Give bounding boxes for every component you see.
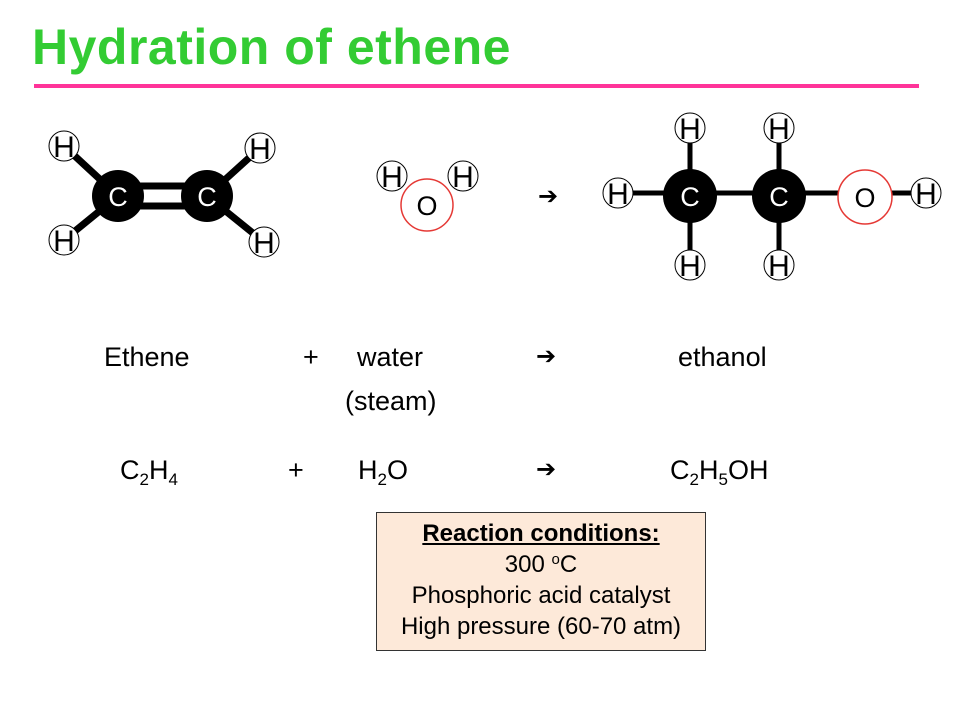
ethene-carbon-2 bbox=[181, 170, 233, 222]
formula-plus: + bbox=[288, 455, 304, 485]
conditions-catalyst: Phosphoric acid catalyst bbox=[411, 582, 671, 609]
atom-label-o: O bbox=[854, 183, 875, 213]
word-reactant-water: water bbox=[357, 342, 424, 372]
formula-reactant-water: H2O bbox=[358, 455, 408, 489]
formula-reactant-ethene: C2H4 bbox=[120, 455, 178, 489]
ethanol-hydrogen bbox=[674, 249, 706, 281]
atom-label-h: H bbox=[768, 113, 790, 146]
ethene-molecule: C C H H H H bbox=[48, 130, 280, 260]
atom-label-h: H bbox=[53, 225, 75, 258]
ethanol-hydrogen bbox=[602, 177, 634, 209]
atom-label-c: C bbox=[680, 182, 700, 212]
atom-label-h: H bbox=[915, 178, 937, 211]
ethene-hydrogen bbox=[244, 132, 276, 164]
ethanol-hydrogen bbox=[763, 112, 795, 144]
word-arrow-icon: ➔ bbox=[536, 342, 557, 370]
word-reactant-note: (steam) bbox=[345, 386, 437, 416]
ethanol-molecule: C C O H H H H H H bbox=[602, 112, 942, 283]
water-hydrogen bbox=[376, 160, 408, 192]
formula-product-ethanol: C2H5OH bbox=[670, 455, 769, 489]
water-hydrogen bbox=[447, 160, 479, 192]
ethene-hydrogen bbox=[48, 130, 80, 162]
atom-label-c: C bbox=[769, 182, 789, 212]
atom-label-c: C bbox=[197, 182, 217, 212]
atom-label-h: H bbox=[452, 161, 474, 194]
atom-label-h: H bbox=[679, 113, 701, 146]
atom-label-h: H bbox=[381, 161, 403, 194]
ethanol-hydrogen bbox=[763, 249, 795, 281]
atom-label-h: H bbox=[253, 227, 275, 260]
atom-label-o: O bbox=[416, 191, 437, 221]
atom-label-h: H bbox=[249, 133, 271, 166]
atom-label-h: H bbox=[679, 250, 701, 283]
ethene-carbon-1 bbox=[92, 170, 144, 222]
conditions-pressure: High pressure (60-70 atm) bbox=[400, 613, 682, 640]
ethanol-hydrogen bbox=[910, 177, 942, 209]
water-oxygen bbox=[400, 178, 454, 232]
atom-label-c: C bbox=[108, 182, 128, 212]
title-underline bbox=[34, 84, 919, 88]
ethanol-carbon-1 bbox=[663, 169, 717, 223]
page-title: Hydration of ethene bbox=[32, 19, 511, 75]
word-plus: + bbox=[303, 342, 319, 372]
conditions-temperature: 300 oC bbox=[504, 551, 578, 578]
ethanol-hydrogen bbox=[674, 112, 706, 144]
reaction-conditions-box: Reaction conditions: 300 oC Phosphoric a… bbox=[376, 512, 706, 651]
ethene-hydrogen bbox=[48, 224, 80, 256]
word-product-ethanol: ethanol bbox=[678, 342, 767, 372]
formula-arrow-icon: ➔ bbox=[536, 455, 557, 483]
ethanol-oxygen bbox=[837, 169, 893, 225]
atom-label-h: H bbox=[53, 131, 75, 164]
water-molecule: O H H bbox=[376, 160, 479, 232]
ethanol-carbon-2 bbox=[752, 169, 806, 223]
reaction-arrow-icon: ➔ bbox=[538, 182, 558, 210]
ethene-hydrogen bbox=[248, 226, 280, 258]
word-reactant-ethene: Ethene bbox=[104, 342, 190, 372]
atom-label-h: H bbox=[607, 178, 629, 211]
atom-label-h: H bbox=[768, 250, 790, 283]
conditions-heading: Reaction conditions: bbox=[422, 520, 660, 547]
